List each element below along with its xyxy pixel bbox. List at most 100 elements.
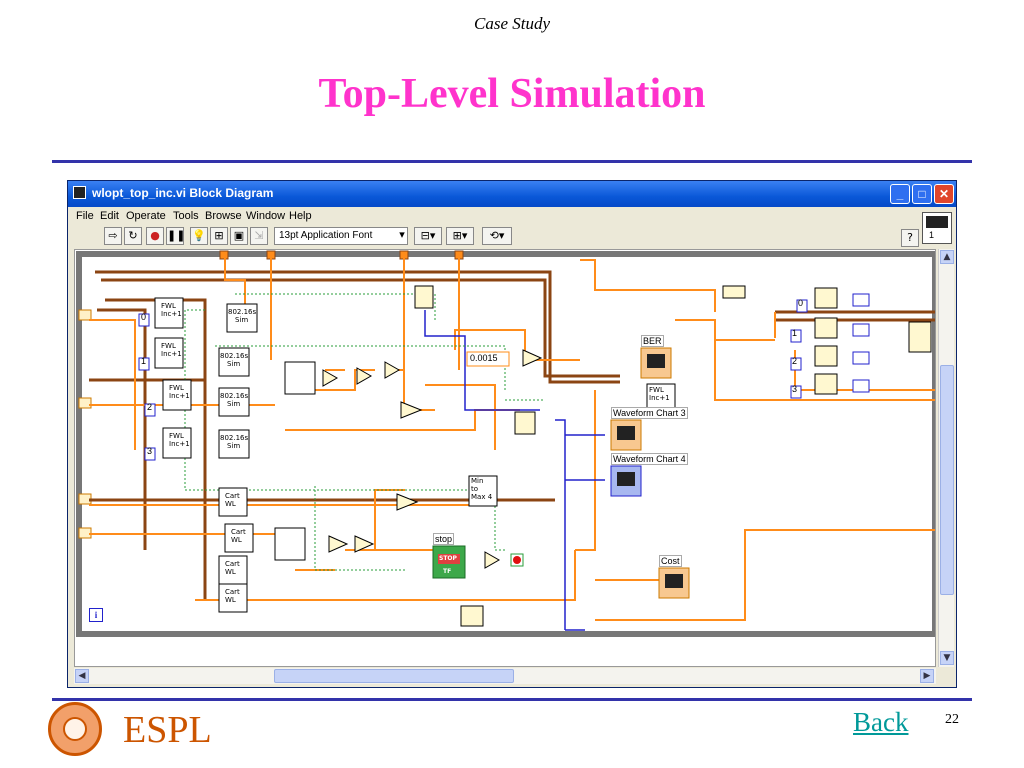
stop-button-text[interactable]: STOP	[439, 555, 457, 562]
svg-text:Cart: Cart	[231, 528, 246, 536]
page-number: 22	[945, 712, 959, 727]
output-index-constants	[790, 299, 808, 399]
highlight-execution-icon[interactable]: 💡	[190, 227, 208, 245]
menu-help[interactable]: Help	[289, 210, 312, 222]
reorder-icon[interactable]: ⟲▾	[482, 227, 512, 245]
font-select[interactable]: 13pt Application Font	[274, 227, 408, 245]
min-max-block	[468, 475, 498, 507]
tunnel-1	[219, 250, 229, 260]
brown-wires	[89, 270, 935, 600]
svg-text:Sim: Sim	[235, 316, 248, 324]
svg-text:Sim: Sim	[227, 400, 240, 408]
menu-browse[interactable]: Browse	[205, 210, 242, 222]
numeric-constant-value[interactable]: 0.0015	[470, 353, 498, 363]
arithmetic-nodes	[322, 349, 543, 553]
svg-text:Inc+1: Inc+1	[161, 350, 182, 358]
svg-text:FWL: FWL	[161, 302, 176, 310]
index-const-0: 0	[141, 312, 147, 322]
fwl-output-label: FWL Inc+1	[649, 386, 670, 402]
vi-connector-icon[interactable]: 1	[922, 212, 952, 244]
pause-icon[interactable]: ❚❚	[166, 227, 185, 245]
help-icon[interactable]: ?	[901, 229, 919, 247]
out-index-const-1: 1	[792, 328, 798, 338]
ber-label: BER	[641, 335, 664, 347]
cost-label: Cost	[659, 555, 682, 567]
scroll-right-icon[interactable]: ▶	[920, 669, 934, 683]
svg-text:802.16s: 802.16s	[220, 352, 248, 360]
labview-app-icon	[73, 186, 86, 199]
stop-tf-tag: TF	[443, 568, 452, 575]
back-link[interactable]: Back	[853, 707, 909, 737]
svg-text:WL: WL	[225, 500, 236, 508]
build-array-nodes	[274, 285, 932, 627]
header-rule	[52, 160, 972, 163]
menu-operate[interactable]: Operate	[126, 210, 166, 222]
horizontal-scroll-thumb[interactable]	[274, 669, 514, 683]
svg-text:FWL: FWL	[161, 342, 176, 350]
menu-tools[interactable]: Tools	[173, 210, 199, 222]
tunnel-4	[454, 250, 464, 260]
svg-text:WL: WL	[225, 568, 236, 576]
vertical-scrollbar[interactable]: ▲ ▼	[938, 249, 954, 667]
horizontal-scrollbar[interactable]: ◀ ▶	[74, 668, 936, 684]
scroll-down-icon[interactable]: ▼	[940, 651, 954, 665]
tunnel-3	[399, 250, 409, 260]
chevron-down-icon[interactable]: ▾	[399, 228, 405, 241]
svg-text:FWL: FWL	[169, 432, 184, 440]
index-constants	[138, 313, 156, 461]
svg-text:802.16s: 802.16s	[220, 392, 248, 400]
svg-text:Cart: Cart	[225, 560, 240, 568]
numeric-constant	[466, 351, 510, 367]
step-out-icon[interactable]: ⇲	[250, 227, 268, 245]
run-arrow-icon[interactable]: ⇨	[104, 227, 122, 245]
menu-file[interactable]: File	[76, 210, 94, 222]
scroll-left-icon[interactable]: ◀	[75, 669, 89, 683]
menu-window[interactable]: Window	[246, 210, 286, 222]
menu-edit[interactable]: Edit	[100, 210, 119, 222]
svg-text:Cart: Cart	[225, 492, 240, 500]
svg-text:Inc+1: Inc+1	[169, 440, 190, 448]
index-const-2: 2	[147, 402, 153, 412]
maximize-button[interactable]: □	[912, 184, 932, 204]
svg-text:Inc+1: Inc+1	[161, 310, 182, 318]
svg-text:WL: WL	[225, 596, 236, 604]
stop-label: stop	[433, 533, 455, 545]
vi-icon-image	[926, 216, 948, 228]
svg-text:802.16s: 802.16s	[228, 308, 256, 316]
align-objects-icon[interactable]: ⊟▾	[414, 227, 442, 245]
seal-inner-icon	[63, 717, 87, 741]
vertical-scroll-thumb[interactable]	[940, 365, 954, 595]
tunnel-2	[266, 250, 276, 260]
stop-button-terminal	[432, 545, 524, 579]
footer-rule	[52, 698, 972, 701]
loop-iteration-terminal: i	[89, 608, 103, 622]
slide-title: Top-Level Simulation	[318, 71, 706, 117]
waveform-chart-3-label: Waveform Chart 3	[611, 407, 688, 419]
run-continuous-icon[interactable]: ↻	[124, 227, 142, 245]
out-index-const-3: 3	[792, 384, 798, 394]
min-max-label: Min to Max 4	[471, 477, 493, 501]
connector-badge: 1	[929, 230, 935, 240]
window-titlebar[interactable]: wlopt_top_inc.vi Block Diagram _ □ ✕	[68, 181, 956, 207]
retain-wire-values-icon[interactable]: ⊞	[210, 227, 228, 245]
svg-text:Inc+1: Inc+1	[169, 392, 190, 400]
out-index-const-2: 2	[792, 356, 798, 366]
svg-text:Sim: Sim	[227, 442, 240, 450]
svg-text:Sim: Sim	[227, 360, 240, 368]
slide-kicker: Case Study	[473, 14, 551, 33]
distribute-objects-icon[interactable]: ⊞▾	[446, 227, 474, 245]
minimize-button[interactable]: _	[890, 184, 910, 204]
blue-wires	[424, 310, 605, 631]
step-into-icon[interactable]: ▣	[230, 227, 248, 245]
svg-text:802.16s: 802.16s	[220, 434, 248, 442]
abort-icon[interactable]: ●	[146, 227, 164, 245]
while-loop-frame	[76, 251, 935, 637]
close-button[interactable]: ✕	[934, 184, 954, 204]
scroll-up-icon[interactable]: ▲	[940, 250, 954, 264]
footer-brand: ESPL	[123, 709, 212, 751]
